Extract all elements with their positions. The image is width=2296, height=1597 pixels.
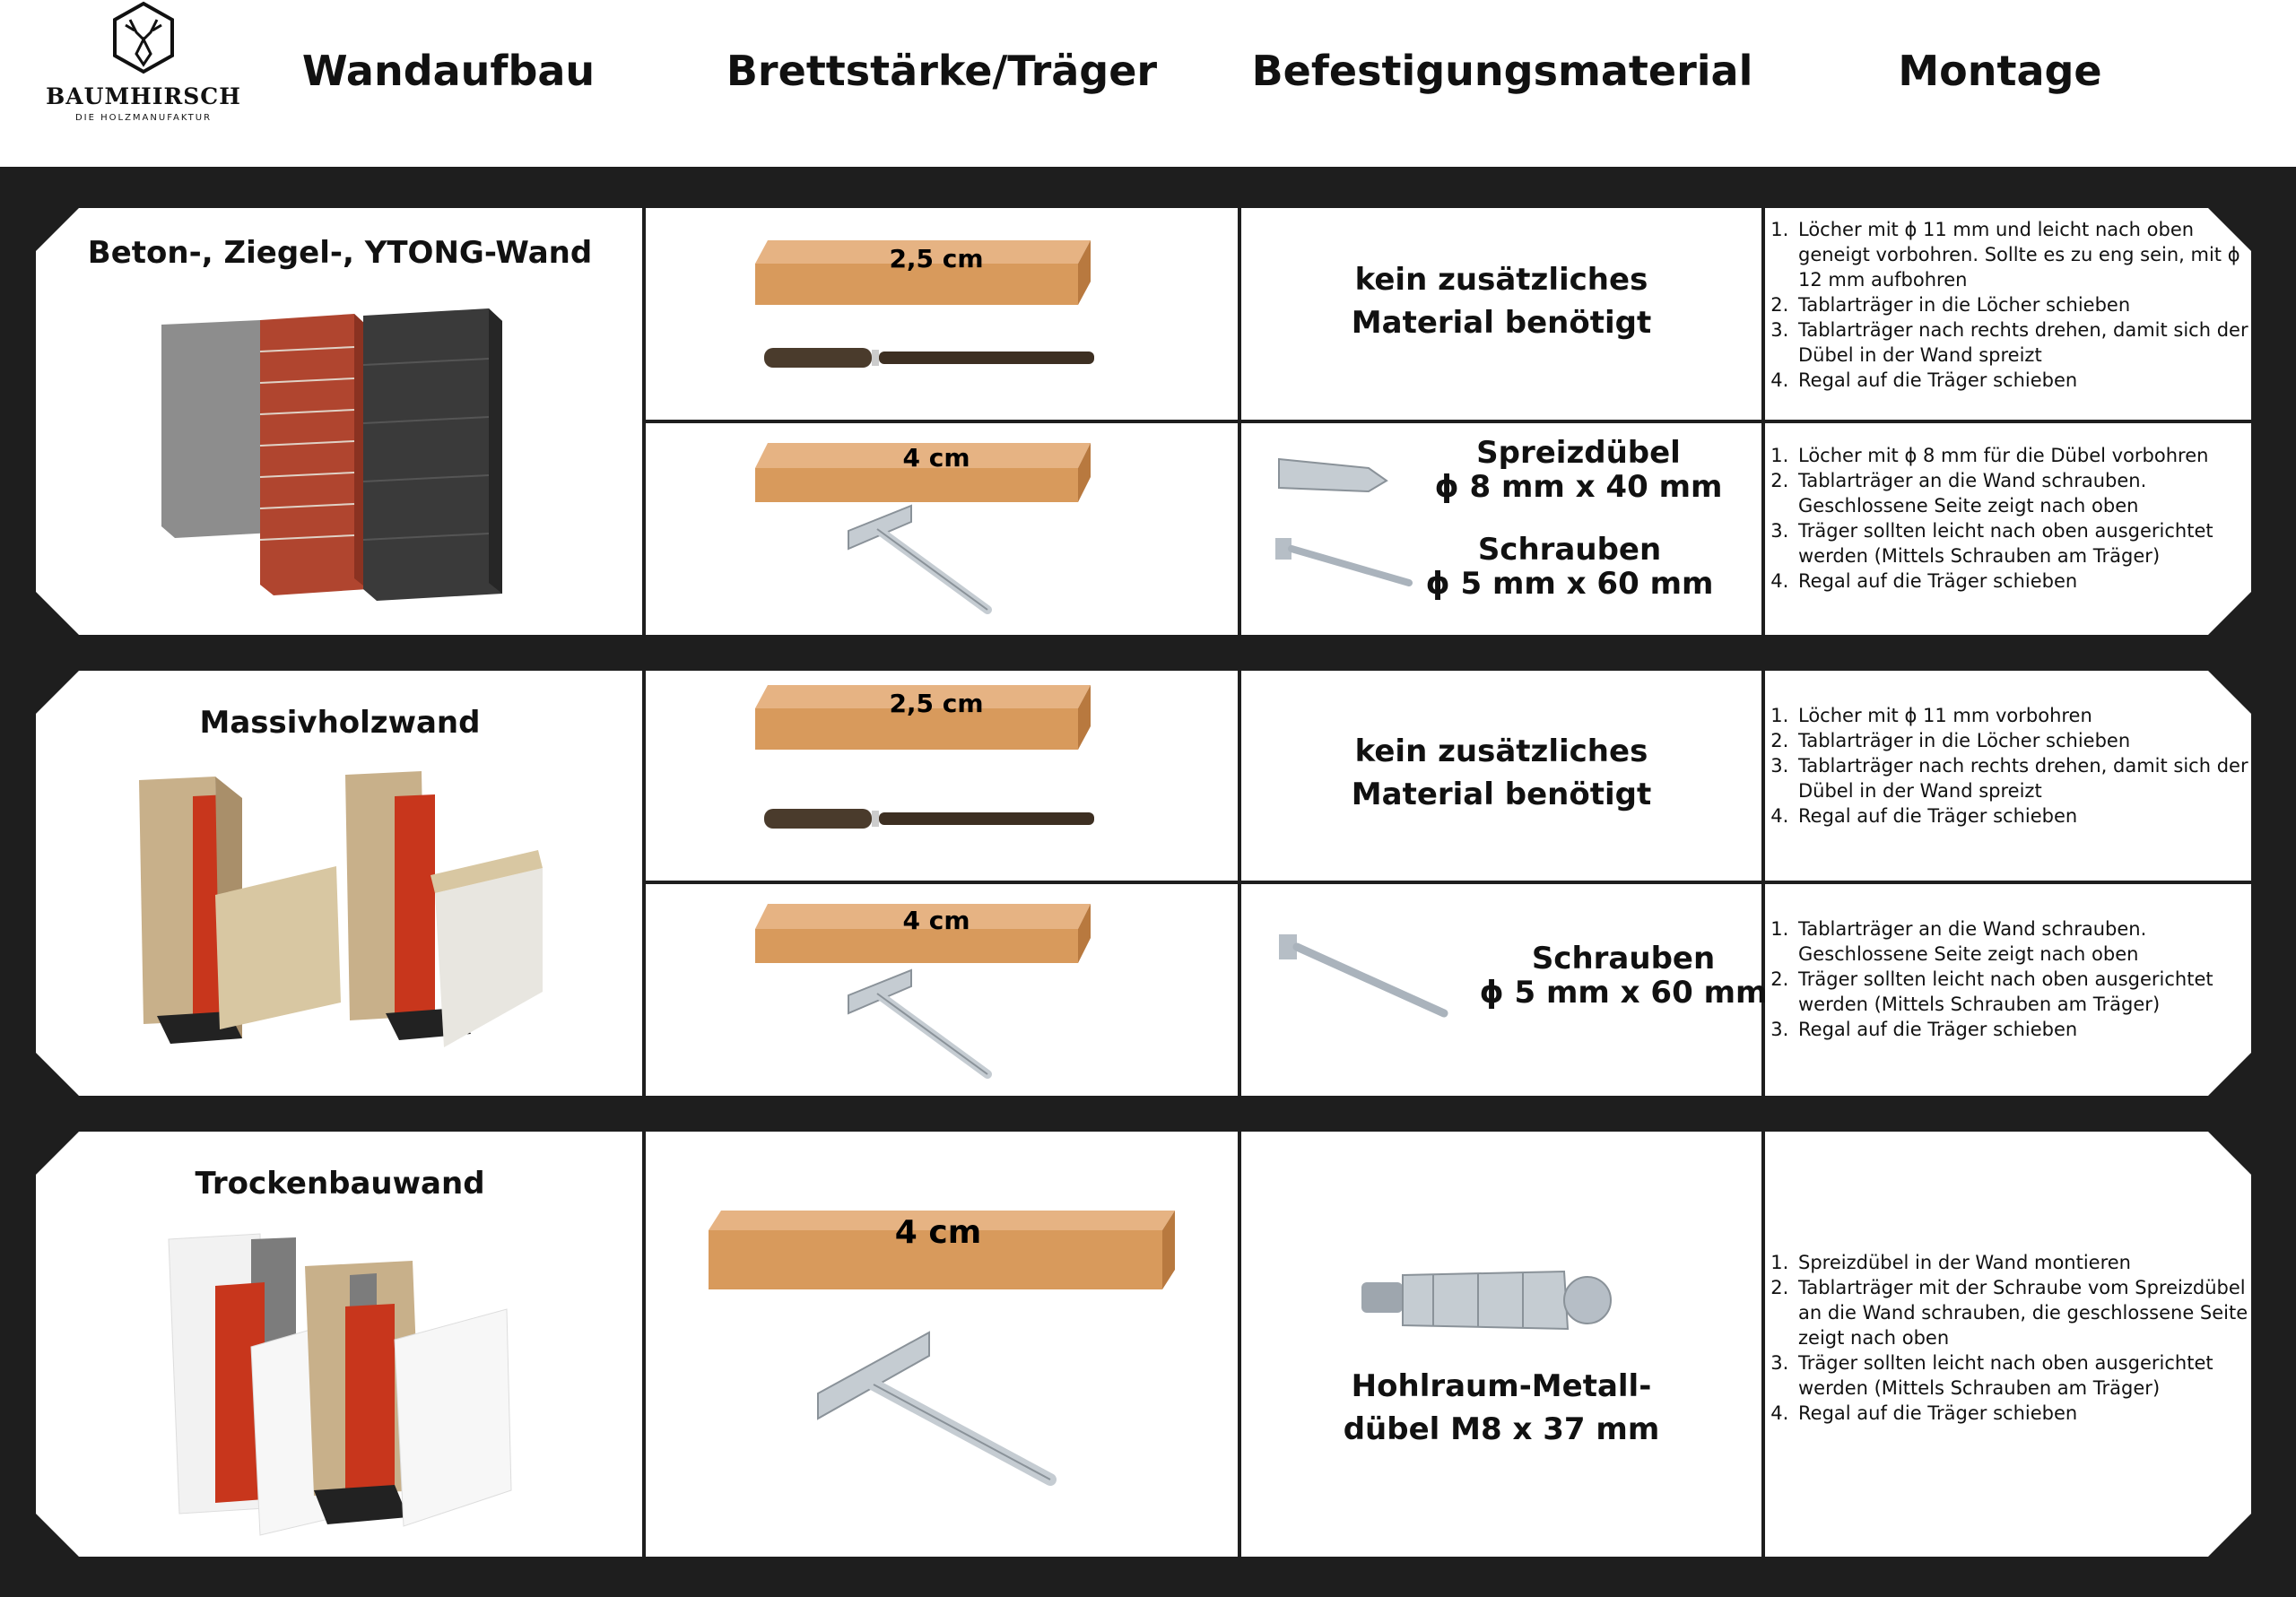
material-size: ϕ 8 mm x 40 mm [1434, 469, 1723, 505]
step-item: Träger sollten leicht nach oben ausgeric… [1795, 967, 2252, 1017]
brand-tagline: DIE HOLZMANUFAKTUR [74, 113, 213, 123]
board-thickness-label: 2,5 cm [889, 689, 983, 718]
step-item: Löcher mit ϕ 11 mm vorbohren [1795, 703, 2252, 728]
material-text: kein zusätzliches Material benötigt [1241, 258, 1761, 344]
assembly-steps: Löcher mit ϕ 11 mm und leicht nach oben … [1771, 217, 2252, 393]
material-name: Spreizdübel [1476, 435, 1681, 471]
material-line-2: dübel M8 x 37 mm [1343, 1411, 1660, 1447]
material-size: ϕ 5 mm x 60 mm [1425, 566, 1714, 602]
material-name: Schrauben [1531, 941, 1716, 976]
drywall-illustration [36, 1132, 644, 1557]
board-thickness-label: 4 cm [902, 443, 970, 473]
header-befestigungsmaterial: Befestigungsmaterial [1251, 47, 1753, 95]
material-text: kein zusätzliches Material benötigt [1241, 730, 1761, 816]
step-item: Tablarträger an die Wand schrauben. Gesc… [1795, 916, 2252, 967]
board-4cm-bracket-illustration: 4 cm [642, 884, 1238, 1096]
screw-icon [1274, 924, 1453, 1058]
header-wandaufbau: Wandaufbau [301, 47, 596, 95]
material-line-2: Material benötigt [1351, 777, 1652, 812]
wall-title: Trockenbauwand [195, 1166, 485, 1202]
panel-trockenbauwand: Trockenbauwand 4 cm [36, 1132, 2251, 1557]
plug-and-screw-illustration [1270, 441, 1413, 621]
step-item: Löcher mit ϕ 8 mm für die Dübel vorbohre… [1795, 443, 2252, 468]
material-line-2: Material benötigt [1351, 305, 1652, 341]
step-item: Regal auf die Träger schieben [1795, 568, 2252, 594]
step-item: Regal auf die Träger schieben [1795, 1401, 2252, 1426]
assembly-steps: Löcher mit ϕ 8 mm für die Dübel vorbohre… [1771, 443, 2252, 594]
step-item: Träger sollten leicht nach oben ausgeric… [1795, 1350, 2252, 1401]
material-item-2: Schrauben ϕ 5 mm x 60 mm [1399, 533, 1740, 601]
step-item: Tablarträger in die Löcher schieben [1795, 292, 2252, 317]
board-thickness-label: 4 cm [895, 1214, 981, 1251]
step-item: Tablarträger an die Wand schrauben. Gesc… [1795, 468, 2252, 518]
solid-wood-wall-illustration [36, 671, 644, 1096]
assembly-steps: Löcher mit ϕ 11 mm vorbohren Tablarträge… [1771, 703, 2252, 829]
material-item-1: Schrauben ϕ 5 mm x 60 mm [1453, 942, 1794, 1010]
step-item: Regal auf die Träger schieben [1795, 803, 2252, 829]
board-25cm-anchor-illustration: 2,5 cm [642, 671, 1238, 881]
header-bar: BAUMHIRSCH DIE HOLZMANUFAKTUR Wandaufbau… [0, 0, 2296, 167]
cavity-anchor-icon [1352, 1248, 1622, 1374]
material-item-1: Spreizdübel ϕ 8 mm x 40 mm [1408, 436, 1749, 504]
step-item: Regal auf die Träger schieben [1795, 1017, 2252, 1042]
panel-massivholzwand: Massivholzwand 2,5 cm kein zusätzliches … [36, 671, 2251, 1096]
board-thickness-label: 4 cm [902, 906, 970, 935]
material-name: Schrauben [1477, 532, 1662, 568]
board-25cm-anchor-illustration: 2,5 cm [642, 208, 1238, 420]
step-item: Tablarträger mit der Schraube vom Spreiz… [1795, 1275, 2252, 1350]
wall-title: Beton-, Ziegel-, YTONG-Wand [87, 235, 593, 271]
step-item: Träger sollten leicht nach oben ausgeric… [1795, 518, 2252, 568]
step-item: Spreizdübel in der Wand montieren [1795, 1250, 2252, 1275]
material-text: Hohlraum-Metall- dübel M8 x 37 mm [1241, 1365, 1761, 1451]
brand-name: BAUMHIRSCH [46, 83, 241, 109]
material-size: ϕ 5 mm x 60 mm [1479, 975, 1768, 1011]
brand-logo: BAUMHIRSCH DIE HOLZMANUFAKTUR [36, 0, 251, 135]
masonry-walls-illustration [36, 208, 644, 635]
deer-logo-icon [113, 1, 174, 74]
step-item: Löcher mit ϕ 11 mm und leicht nach oben … [1795, 217, 2252, 292]
step-item: Tablarträger nach rechts drehen, damit s… [1795, 753, 2252, 803]
assembly-steps: Spreizdübel in der Wand montieren Tablar… [1771, 1250, 2252, 1426]
step-item: Regal auf die Träger schieben [1795, 368, 2252, 393]
board-4cm-bracket-illustration: 4 cm [642, 423, 1238, 635]
wall-title: Massivholzwand [199, 705, 481, 741]
header-montage: Montage [1898, 47, 2102, 95]
assembly-steps: Tablarträger an die Wand schrauben. Gesc… [1771, 916, 2252, 1042]
board-4cm-bracket-illustration: 4 cm [642, 1132, 1238, 1557]
board-thickness-label: 2,5 cm [889, 244, 983, 273]
material-line-1: kein zusätzliches [1354, 262, 1648, 298]
material-line-1: kein zusätzliches [1354, 733, 1648, 769]
panel-beton-ziegel-ytong: Beton-, Ziegel-, YTONG-Wand [36, 208, 2251, 635]
step-item: Tablarträger nach rechts drehen, damit s… [1795, 317, 2252, 368]
header-brettstaerke: Brettstärke/Träger [726, 47, 1158, 95]
step-item: Tablarträger in die Löcher schieben [1795, 728, 2252, 753]
material-line-1: Hohlraum-Metall- [1351, 1368, 1652, 1404]
